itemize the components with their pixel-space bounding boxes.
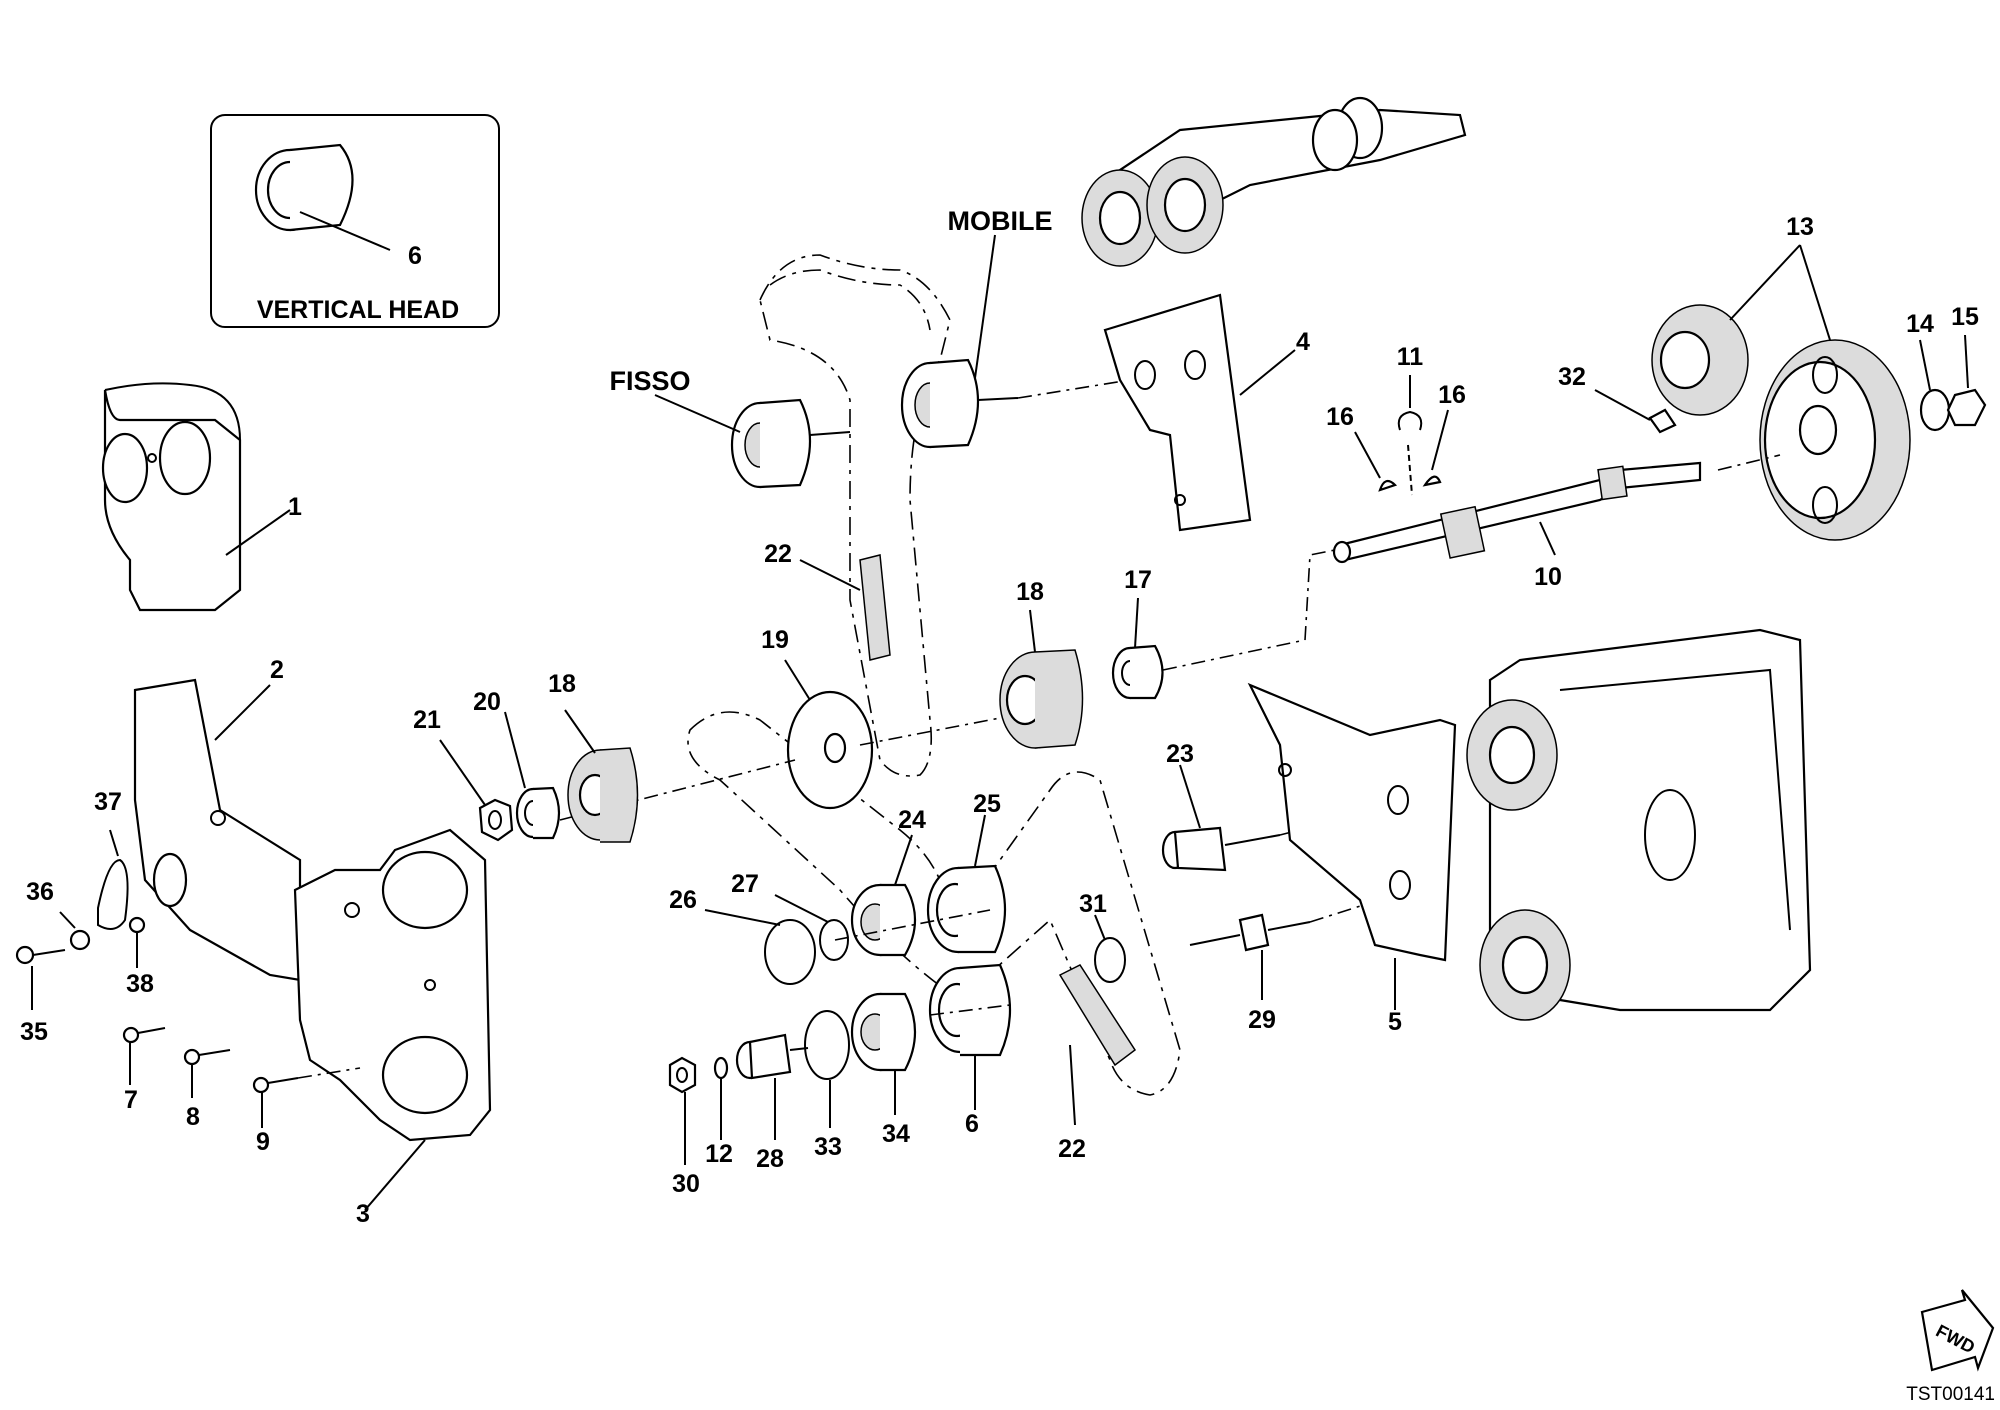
label-2: 2	[270, 656, 284, 684]
stud-part-23	[1161, 804, 1396, 872]
label-8: 8	[186, 1103, 200, 1131]
timing-belt-upper	[759, 254, 951, 777]
washer-part-38	[128, 916, 146, 934]
label-32: 32	[1558, 363, 1586, 391]
label-7: 7	[124, 1086, 138, 1114]
washer-part-19	[786, 690, 874, 810]
label-5: 5	[1388, 1008, 1402, 1036]
label-34: 34	[882, 1120, 910, 1148]
nut-part-30	[668, 1056, 697, 1094]
label-18a: 18	[548, 670, 576, 698]
roller-part-6	[928, 963, 1012, 1057]
gasket-plate-part-5	[1247, 682, 1457, 962]
label-18b: 18	[1016, 578, 1044, 606]
label-9: 9	[256, 1128, 270, 1156]
belt-segment-part-22b	[1058, 964, 1137, 1067]
label-28: 28	[756, 1145, 784, 1173]
label-24: 24	[898, 806, 926, 834]
label-36: 36	[26, 878, 54, 906]
bearing-part-24	[850, 883, 916, 957]
circlip-part-27	[819, 919, 849, 961]
key-part-32	[1648, 408, 1677, 434]
label-26: 26	[669, 886, 697, 914]
timing-cover-part-1	[101, 382, 242, 612]
label-fisso: FISSO	[609, 366, 690, 396]
label-27: 27	[731, 870, 759, 898]
label-35: 35	[20, 1018, 48, 1046]
washer-part-12	[713, 1056, 729, 1080]
bracket-plate-part-2	[133, 678, 302, 982]
fwd-arrow-icon: FWD	[1920, 1289, 1995, 1372]
engine-block	[1466, 628, 1812, 1021]
bearing-part-34	[850, 992, 917, 1072]
circlip-part-31	[1094, 937, 1126, 983]
nut-part-21	[478, 798, 514, 842]
pulley-part-18b	[999, 649, 1084, 749]
label-20: 20	[473, 688, 501, 716]
vertical-head-inset: 6 VERTICAL HEAD	[210, 114, 500, 328]
screw-part-7	[122, 1026, 166, 1044]
label-37: 37	[94, 788, 122, 816]
label-17: 17	[1124, 566, 1152, 594]
label-3: 3	[356, 1200, 370, 1228]
circlip-part-11	[1397, 410, 1423, 431]
roller-mobile	[900, 358, 1131, 449]
label-mobile: MOBILE	[948, 206, 1053, 236]
label-33: 33	[814, 1133, 842, 1161]
inset-part-number: 6	[408, 242, 422, 270]
o-ring-part-37	[97, 858, 129, 930]
label-10: 10	[1534, 563, 1562, 591]
key-part-16b	[1422, 475, 1442, 487]
label-30: 30	[672, 1170, 700, 1198]
stud-part-28	[735, 1033, 809, 1080]
label-38: 38	[126, 970, 154, 998]
camshaft-assembly	[1081, 96, 1467, 267]
label-25: 25	[973, 790, 1001, 818]
nut-part-15	[1946, 388, 1987, 427]
belt-segment-part-22a	[859, 554, 891, 661]
roller-part-25	[926, 864, 1007, 954]
label-19: 19	[761, 626, 789, 654]
gear-large-part-13	[1759, 339, 1911, 541]
stud-part-29	[1189, 894, 1396, 952]
label-6: 6	[965, 1110, 979, 1138]
tensioner-plate-part-4	[1103, 293, 1252, 532]
label-14: 14	[1906, 310, 1934, 338]
label-12: 12	[705, 1140, 733, 1168]
circlip-part-33	[804, 1010, 850, 1080]
label-16a: 16	[1326, 403, 1354, 431]
belt-cover-part-3	[293, 828, 492, 1142]
label-11: 11	[1397, 343, 1424, 371]
label-31: 31	[1079, 890, 1107, 918]
gear-small-part-13	[1651, 304, 1749, 416]
screw-part-8	[183, 1048, 231, 1066]
label-1: 1	[288, 493, 302, 521]
label-23: 23	[1166, 740, 1194, 768]
label-13: 13	[1786, 213, 1814, 241]
screw-part-9	[252, 1067, 361, 1094]
label-22b: 22	[1058, 1135, 1086, 1163]
spacer-part-20	[515, 786, 561, 840]
label-21: 21	[413, 706, 441, 734]
drawing-code: TST00141	[1906, 1384, 1995, 1405]
pulley-part-18a	[567, 747, 639, 843]
washer-part-14	[1919, 388, 1951, 432]
circlip-part-26	[764, 919, 816, 985]
label-4: 4	[1296, 328, 1310, 356]
inset-title: VERTICAL HEAD	[257, 296, 459, 324]
washer-part-36	[69, 929, 91, 951]
label-15: 15	[1951, 303, 1979, 331]
spacer-part-17	[1111, 644, 1164, 700]
inset-bushing-part	[254, 143, 354, 232]
shaft-part-10	[1332, 461, 1702, 564]
label-22a: 22	[764, 540, 792, 568]
screw-part-35	[15, 945, 66, 965]
key-part-16a	[1378, 479, 1398, 492]
label-29: 29	[1248, 1006, 1276, 1034]
roller-fisso	[730, 398, 851, 489]
label-16b: 16	[1438, 381, 1466, 409]
